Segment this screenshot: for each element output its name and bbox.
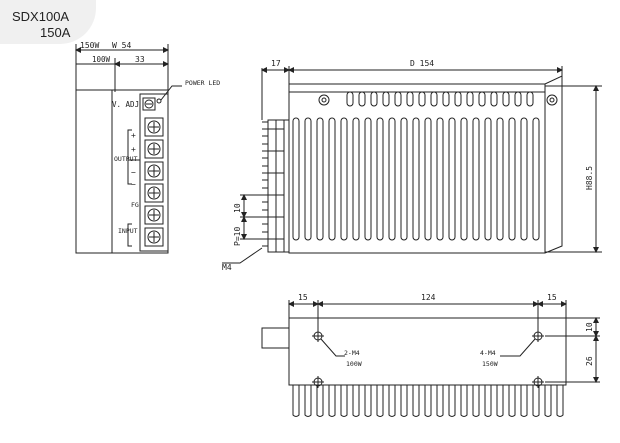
side-vents-top [347, 92, 533, 106]
dim-15-left-label: 15 [298, 293, 308, 302]
note-4m4-label: 4-M4 [480, 349, 496, 357]
dim-33-label: 33 [135, 55, 145, 64]
m4-leader [222, 248, 262, 263]
side-mount-hole-left [319, 95, 329, 105]
output-plus-2: + [131, 145, 136, 154]
vadj-label: V. ADJ [112, 100, 139, 109]
side-view-text: 17 D 154 H88.5 10 P=10 M4 [222, 59, 594, 272]
fg-label: FG [131, 201, 139, 209]
dim-26-label: 26 [585, 356, 594, 366]
front-view [75, 44, 182, 253]
dim-10-label: 10 [233, 203, 242, 213]
input-bracket [128, 224, 132, 246]
bottom-body [289, 318, 566, 385]
note-4m4-leader [500, 339, 535, 356]
note-100w-label: 100W [346, 360, 362, 368]
bottom-terminal-stub [262, 328, 289, 348]
dim-100w-label: 100W [92, 55, 111, 64]
model-name-line1: SDX100A [12, 9, 70, 24]
dim-d-label: D 154 [410, 59, 434, 68]
power-led-icon [157, 99, 161, 103]
terminal-block [140, 94, 168, 251]
side-terminals [262, 120, 284, 252]
dim-17-label: 17 [271, 59, 281, 68]
vadj-pot [143, 98, 155, 110]
terminal-screws [145, 118, 163, 246]
m4-label: M4 [222, 263, 232, 272]
note-2m4-label: 2-M4 [344, 349, 360, 357]
bottom-heatsink-fins [293, 385, 563, 417]
model-name-line2: 150A [40, 25, 71, 40]
dim-p-label: P=10 [233, 227, 242, 246]
output-minus-2: − [131, 180, 136, 189]
note-2m4-leader [321, 339, 345, 356]
output-bracket [128, 130, 132, 184]
power-led-label: POWER LED [185, 79, 220, 87]
side-vents-main [293, 118, 539, 240]
bottom-view [262, 300, 600, 417]
side-view [222, 66, 602, 263]
note-150w-label: 150W [482, 360, 498, 368]
side-mount-hole-right [547, 95, 557, 105]
output-label: OUTPUT [114, 155, 138, 163]
bottom-mount-holes [312, 330, 544, 388]
output-plus-1: + [131, 131, 136, 140]
vadj-pot-knob [145, 100, 153, 108]
model-badge [0, 0, 96, 44]
dim-15-right-label: 15 [547, 293, 557, 302]
dim-124-label: 124 [421, 293, 436, 302]
output-minus-1: − [131, 168, 136, 177]
dim-h-label: H88.5 [585, 166, 594, 190]
power-led-leader [161, 86, 182, 100]
input-label: INPUT [118, 227, 138, 235]
front-view-text: 150W W 54 100W 33 POWER LED V. ADJ + + O… [80, 41, 220, 235]
dim-150w-label: 150W [80, 41, 99, 50]
bottom-view-text: 15 124 15 10 26 2-M4 100W 4-M4 150W [298, 293, 594, 368]
dim-10-bottom-label: 10 [585, 322, 594, 332]
dim-w-label: W 54 [112, 41, 131, 50]
